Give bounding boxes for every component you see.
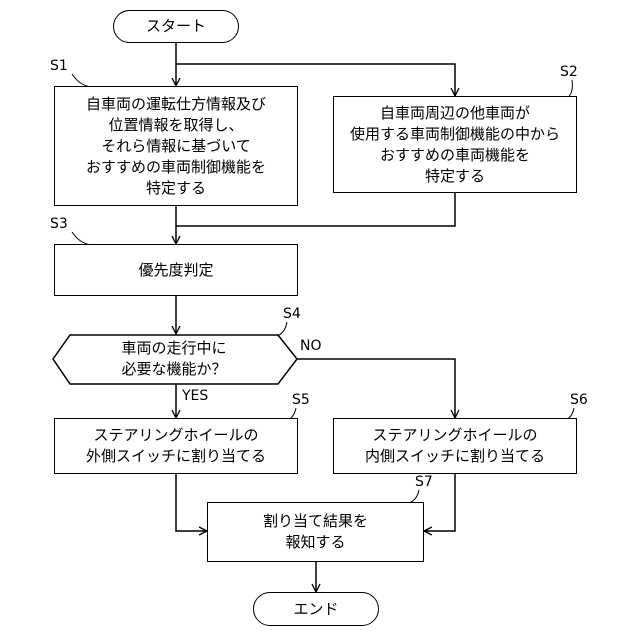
process-box-s3: 優先度判定	[54, 244, 298, 296]
s2-line-3: おすすめの車両機能を	[380, 145, 530, 166]
end-label: エンド	[293, 599, 338, 620]
s6-line-1: ステアリングホイールの	[372, 425, 537, 446]
process-box-s6: ステアリングホイールの 内側スイッチに割り当てる	[333, 418, 577, 474]
process-box-s1: 自車両の運転仕方情報及び 位置情報を取得し、 それら情報に基づいて おすすめの車…	[54, 86, 298, 206]
s4-line-2: 必要な機能か？	[121, 359, 226, 380]
arrow-s4-no-to-s6	[297, 359, 455, 418]
branch-label-no: NO	[300, 338, 322, 354]
step-label-s1: S1	[50, 58, 68, 74]
s1-line-3: それら情報に基づいて	[101, 136, 251, 157]
s2-line-4: 特定する	[425, 166, 485, 187]
start-terminal: スタート	[113, 10, 239, 43]
s1-line-4: おすすめの車両制御機能を	[86, 157, 266, 178]
process-box-s2: 自車両周辺の他車両が 使用する車両制御機能の中から おすすめの車両機能を 特定す…	[333, 96, 577, 193]
end-terminal: エンド	[253, 592, 379, 626]
s1-line-5: 特定する	[146, 178, 206, 199]
s1-line-1: 自車両の運転仕方情報及び	[86, 94, 266, 115]
s1-line-2: 位置情報を取得し、	[108, 115, 243, 136]
s5-line-1: ステアリングホイールの	[93, 425, 258, 446]
s6-line-2: 内側スイッチに割り当てる	[365, 446, 545, 467]
step-label-s5: S5	[292, 392, 310, 408]
start-label: スタート	[146, 16, 206, 37]
process-box-s7: 割り当て結果を 報知する	[207, 502, 424, 562]
decision-s4: 車両の走行中に 必要な機能か？	[56, 335, 292, 383]
step-label-s3: S3	[50, 216, 68, 232]
s7-line-2: 報知する	[285, 532, 345, 553]
arrow-s5-to-s7	[176, 474, 207, 531]
process-box-s5: ステアリングホイールの 外側スイッチに割り当てる	[54, 418, 298, 474]
step-label-s6: S6	[570, 392, 588, 408]
step-label-s2: S2	[560, 64, 578, 80]
leader-s4	[277, 322, 287, 336]
s5-line-2: 外側スイッチに割り当てる	[86, 446, 266, 467]
step-label-s4: S4	[283, 306, 301, 322]
s7-line-1: 割り当て結果を	[263, 511, 368, 532]
s4-line-1: 車両の走行中に	[121, 338, 226, 359]
s2-line-1: 自車両周辺の他車両が	[380, 103, 530, 124]
s2-line-2: 使用する車両制御機能の中から	[350, 124, 560, 145]
branch-label-yes: YES	[182, 388, 208, 404]
s3-line-1: 優先度判定	[138, 260, 213, 281]
step-label-s7: S7	[415, 474, 433, 490]
